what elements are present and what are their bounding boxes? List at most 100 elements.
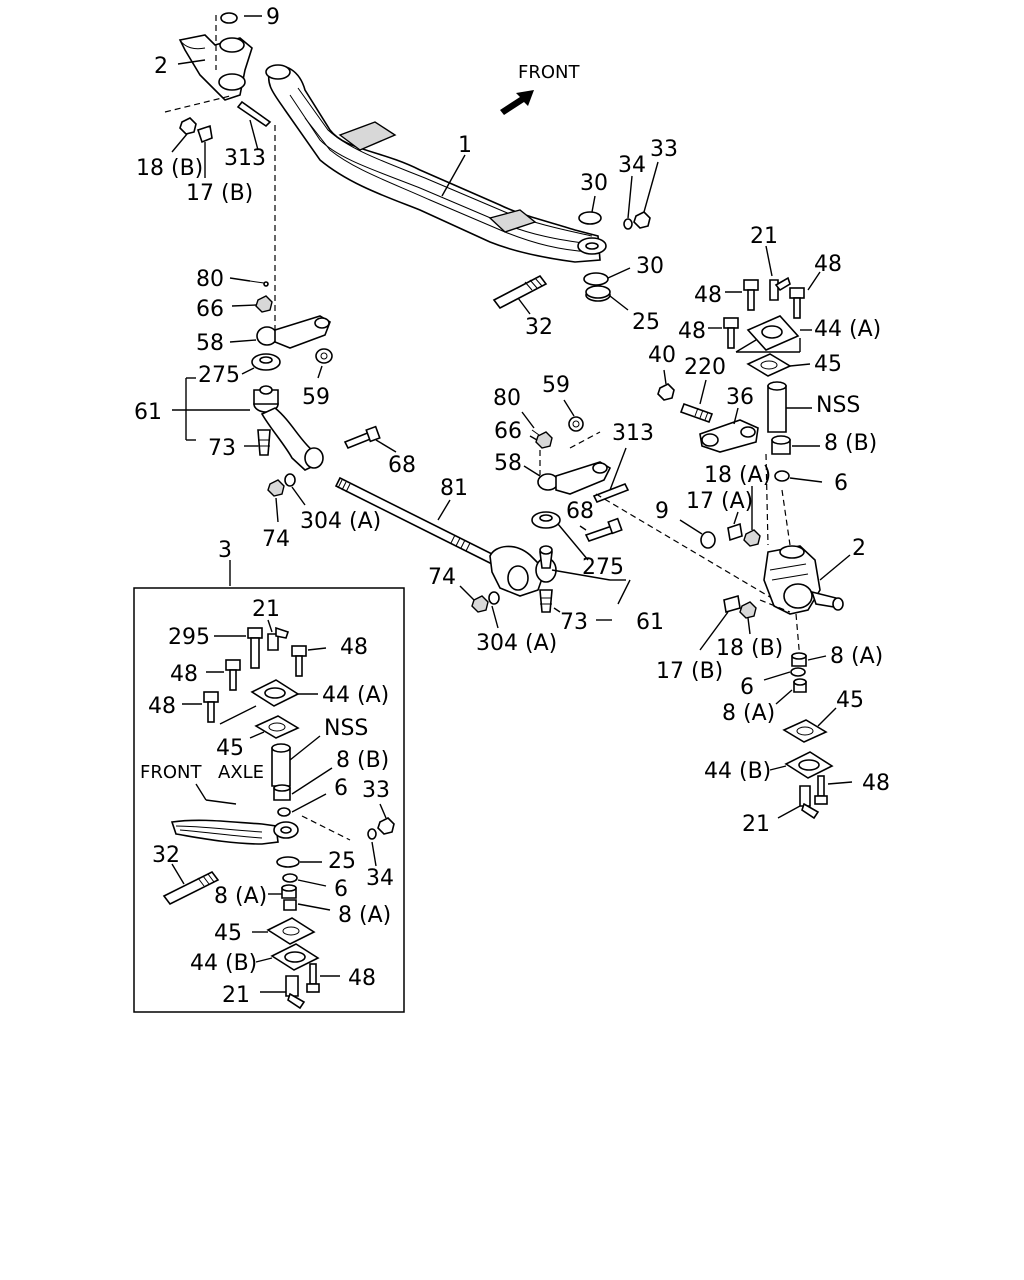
callout-label-i32: 32 [152, 843, 180, 868]
front-arrow-label: FRONT [518, 62, 580, 83]
stud-220-r [679, 402, 714, 424]
callout-label-c66_m: 66 [494, 419, 522, 444]
callout-label-i45: 45 [216, 736, 244, 761]
inset-bolt-295 [247, 627, 263, 669]
inset-bushing-8b [273, 784, 291, 801]
callout-label-c68_m: 68 [566, 499, 594, 524]
washer-304a-m [488, 591, 500, 605]
washer-304a-a [284, 473, 296, 487]
inset-kingpin-32 [162, 870, 220, 906]
bushing-8a-r2 [793, 678, 807, 693]
callout-label-cnss_r: NSS [816, 393, 860, 418]
callout-label-c48_r2: 48 [814, 252, 842, 277]
callout-label-c44b_r: 44 (B) [704, 759, 771, 784]
callout-label-c18b_r: 18 (B) [716, 636, 783, 661]
gasket-45-r [746, 353, 792, 377]
nut-74-m [471, 595, 489, 613]
callout-label-c73_a: 73 [208, 436, 236, 461]
nut-40-r [657, 383, 675, 401]
callout-label-c74_a: 74 [262, 527, 290, 552]
callout-label-c304a_m: 304 (A) [476, 631, 557, 656]
callout-label-c45_r: 45 [814, 352, 842, 377]
callout-label-c61_a: 61 [134, 400, 162, 425]
inset-axle-beam [170, 819, 299, 845]
grease-nipple-21-r2 [799, 785, 820, 820]
inset-bolt-48-4 [306, 963, 320, 993]
callout-label-c18a_r: 18 (A) [704, 463, 771, 488]
stud-17a-r [727, 522, 743, 542]
callout-label-c9_top: 9 [266, 5, 280, 30]
nut-33-a [633, 211, 651, 229]
callout-label-c220_r: 220 [684, 355, 726, 380]
inset-grease-21 [267, 626, 290, 651]
inset-gasket-45b [266, 917, 316, 945]
callout-label-i8b: 8 (B) [336, 748, 389, 773]
callout-label-c48_r1: 48 [694, 283, 722, 308]
callout-label-i6b: 6 [334, 877, 348, 902]
callout-label-c59_a: 59 [302, 385, 330, 410]
plug-9-top [220, 12, 238, 24]
front-direction-arrow: FRONT [500, 62, 580, 115]
callout-label-c33_a: 33 [650, 137, 678, 162]
callout-label-inss: NSS [324, 716, 368, 741]
king-pin-32-a [492, 274, 548, 310]
stud-17b-r [723, 594, 741, 614]
cover-44a-r [746, 315, 800, 351]
callout-label-c313_top: 313 [224, 146, 266, 171]
callout-label-c30_b: 30 [636, 254, 664, 279]
callout-label-c3: 3 [218, 538, 232, 563]
seal-275-a [251, 353, 281, 371]
callout-label-c32_a: 32 [525, 315, 553, 340]
callout-label-c73_m: 73 [560, 610, 588, 635]
callout-label-c61_m: 61 [636, 610, 664, 635]
nut-18b-top [179, 117, 197, 135]
cover-44b-r [784, 751, 834, 779]
callout-label-c74_m: 74 [428, 565, 456, 590]
washer-30-lower [583, 272, 609, 286]
bolt-68-a [343, 425, 381, 450]
inset-grease-21b [285, 975, 306, 1010]
callout-label-c40_r: 40 [648, 343, 676, 368]
callout-label-c45_r2: 45 [836, 688, 864, 713]
bushing-8a-r1 [791, 652, 807, 667]
callout-label-c275_a: 275 [198, 363, 240, 388]
callout-label-c58_a: 58 [196, 331, 224, 356]
bolt-313-top [236, 100, 272, 128]
callout-label-c66_a: 66 [196, 297, 224, 322]
callout-label-c8a_r1: 8 (A) [830, 644, 883, 669]
callout-label-c81_m: 81 [440, 476, 468, 501]
callout-label-c17b_r: 17 (B) [656, 659, 723, 684]
callout-label-c80_a: 80 [196, 267, 224, 292]
callout-label-c9_r: 9 [655, 499, 669, 524]
seal-275-m [531, 511, 561, 529]
nut-18a-r [743, 529, 761, 547]
callout-label-i45b: 45 [214, 921, 242, 946]
callout-label-i48_3: 48 [148, 694, 176, 719]
callout-label-c44a_r: 44 (A) [814, 317, 881, 342]
callout-label-c8a_r2: 8 (A) [722, 701, 775, 726]
callout-label-i6: 6 [334, 776, 348, 801]
callout-label-i25: 25 [328, 849, 356, 874]
inset-cover-44a [250, 679, 300, 707]
inset-cover-44b [270, 943, 320, 971]
plug-9-r [700, 531, 716, 549]
inset-bolt-48-1 [291, 645, 307, 677]
stud-17b-top [196, 124, 213, 144]
callout-label-c6_r2: 6 [740, 675, 754, 700]
callout-label-c17a_r: 17 (A) [686, 489, 753, 514]
washer-25-a [585, 285, 611, 302]
callout-label-c68_a: 68 [388, 453, 416, 478]
bolt-313-m [592, 482, 630, 504]
callout-label-i8a2: 8 (A) [338, 903, 391, 928]
steering-arm-58-m [537, 461, 612, 495]
inset-bolt-48-2 [225, 659, 241, 691]
callout-label-c34_a: 34 [618, 153, 646, 178]
washer-34-a [623, 218, 633, 230]
callout-label-c1: 1 [458, 133, 472, 158]
callout-label-i48_2: 48 [170, 662, 198, 687]
callout-label-c8b_r: 8 (B) [824, 431, 877, 456]
inset-washer-6 [277, 807, 291, 817]
castle-nut-66-m [535, 431, 553, 449]
callout-label-i48_1: 48 [340, 635, 368, 660]
